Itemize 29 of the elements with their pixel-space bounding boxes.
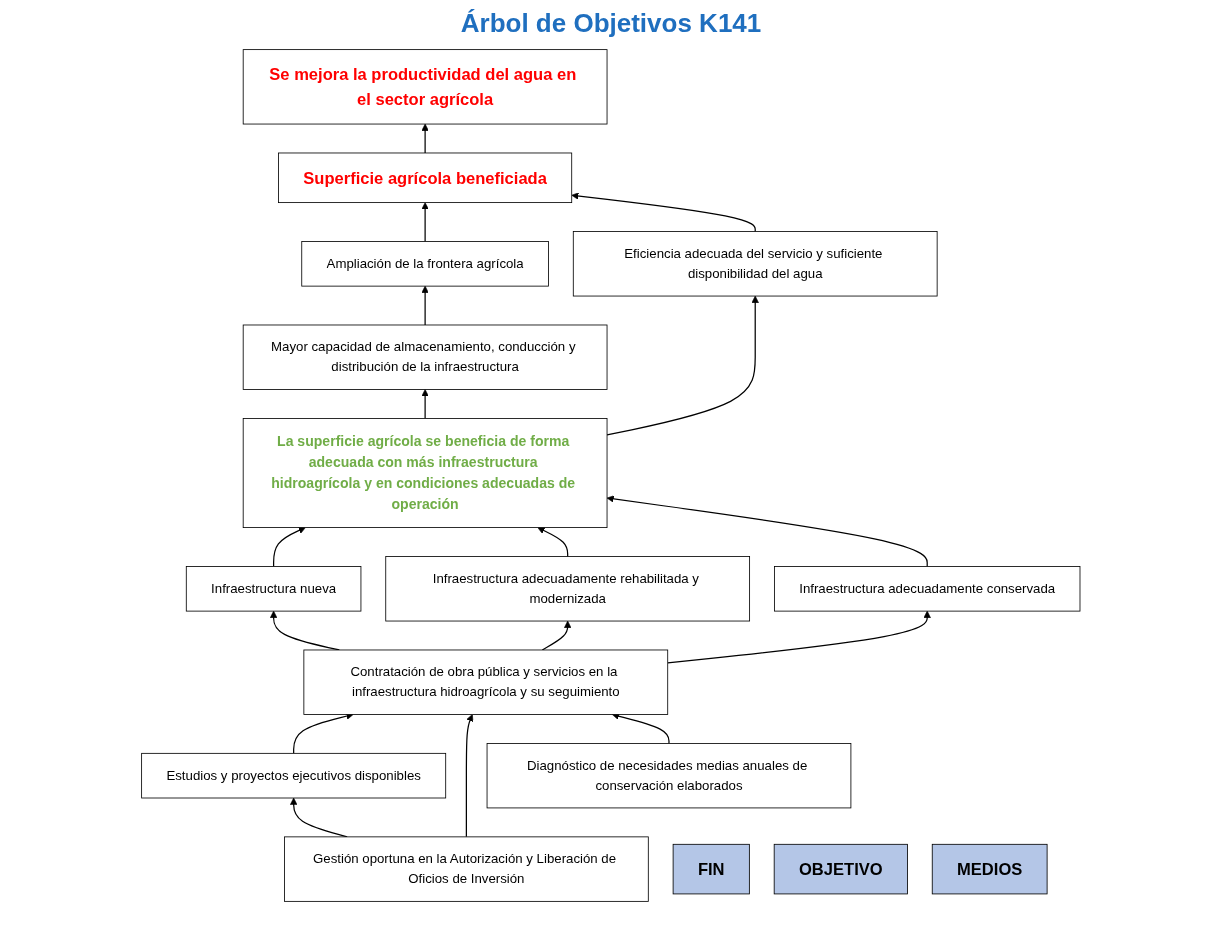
arrow bbox=[606, 495, 928, 568]
diagram-title: Árbol de Objetivos K141 bbox=[459, 8, 763, 39]
node-box: Infraestructura adecuadamente rehabilitada y modernizada bbox=[385, 556, 751, 622]
node-box: OBJETIVO bbox=[773, 843, 909, 895]
node-box: Mayor capacidad de almacenamiento, conducción y distribución de la infraestructura bbox=[242, 324, 608, 390]
arrow bbox=[421, 285, 429, 326]
arrow bbox=[571, 192, 756, 233]
node-box: Estudios y proyectos ejecutivos disponibles bbox=[141, 752, 447, 799]
node-box: Ampliación de la frontera agrícola bbox=[301, 241, 550, 287]
node-box: Contratación de obra pública y servicios en la infraestructura hidroagrícola y su seguimiento bbox=[303, 649, 669, 715]
arrow bbox=[465, 714, 474, 838]
arrow bbox=[667, 610, 932, 664]
arrow bbox=[606, 295, 760, 436]
node-box: Superficie agrícola beneficiada bbox=[278, 152, 573, 203]
node-box: Gestión oportuna en la Autorización y Liberación de Oficios de Inversión bbox=[284, 836, 649, 902]
node-box: La superficie agrícola se beneficia de forma adecuada con más infraestructura hidroagrícola y en condiciones adecuadas de operación bbox=[242, 418, 608, 528]
arrow bbox=[541, 620, 572, 651]
arrow bbox=[421, 123, 429, 154]
arrow bbox=[421, 389, 429, 420]
arrow bbox=[537, 527, 569, 558]
node-box: Diagnóstico de necesidades medias anuales de conservación elaborados bbox=[486, 743, 852, 809]
arrow bbox=[273, 527, 306, 568]
node-box: Infraestructura adecuadamente conservada bbox=[774, 566, 1081, 612]
node-box: MEDIOS bbox=[932, 843, 1048, 895]
arrow bbox=[421, 202, 429, 243]
node-box: Eficiencia adecuada del servicio y suficiente disponibilidad del agua bbox=[573, 231, 938, 297]
node-box: Se mejora la productividad del agua en el sector agrícola bbox=[242, 49, 608, 125]
node-box: Infraestructura nueva bbox=[186, 566, 362, 612]
node-box: FIN bbox=[672, 843, 750, 895]
